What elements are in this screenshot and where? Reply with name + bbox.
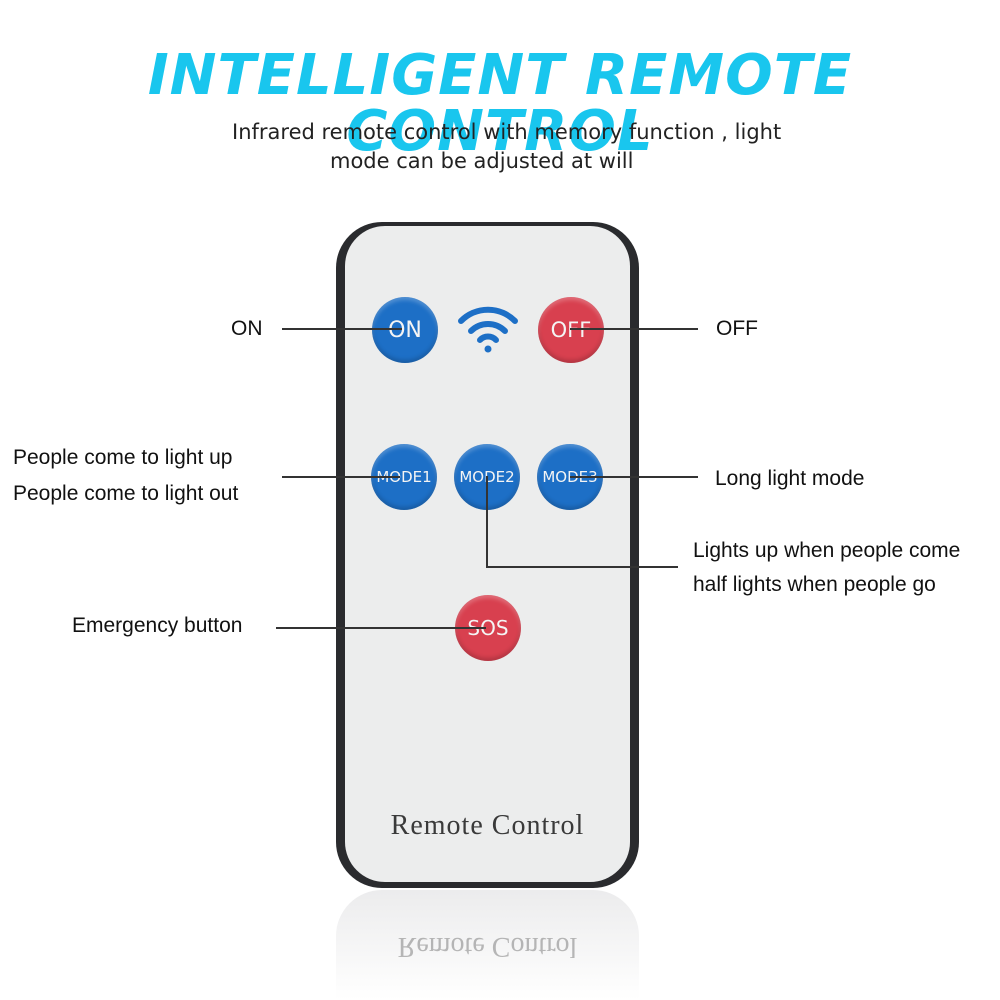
reflection-label: Remote Control [397,931,578,962]
remote-reflection: Remote Control [336,890,639,1000]
on-annotation: ON [231,317,263,340]
remote-label: Remote Control [390,810,585,841]
mode2-leader-horizontal [486,566,678,568]
subtitle-line-2: mode can be adjusted at will [330,149,634,173]
sos-annotation: Emergency button [72,614,243,637]
off-leader-line [570,328,698,330]
off-button[interactable]: OFF [538,297,604,363]
mode1-leader-line [282,476,400,478]
mode2-leader-vertical [486,476,488,566]
page-title: INTELLIGENT REMOTE CONTROL [147,43,853,164]
mode3-annotation: Long light mode [715,467,865,490]
on-button[interactable]: ON [372,297,438,363]
mode3-leader-line [570,476,698,478]
on-leader-line [282,328,402,330]
mode1-annotation-line-2: People come to light out [13,482,239,505]
subtitle-line-1: Infrared remote control with memory func… [232,120,782,144]
off-annotation: OFF [716,317,758,340]
wifi-signal-icon [458,306,518,353]
mode2-annotation-line-1: Lights up when people come [693,539,961,562]
mode2-annotation-line-2: half lights when people go [693,573,936,596]
mode1-annotation-line-1: People come to light up [13,446,233,469]
sos-leader-line [276,627,486,629]
